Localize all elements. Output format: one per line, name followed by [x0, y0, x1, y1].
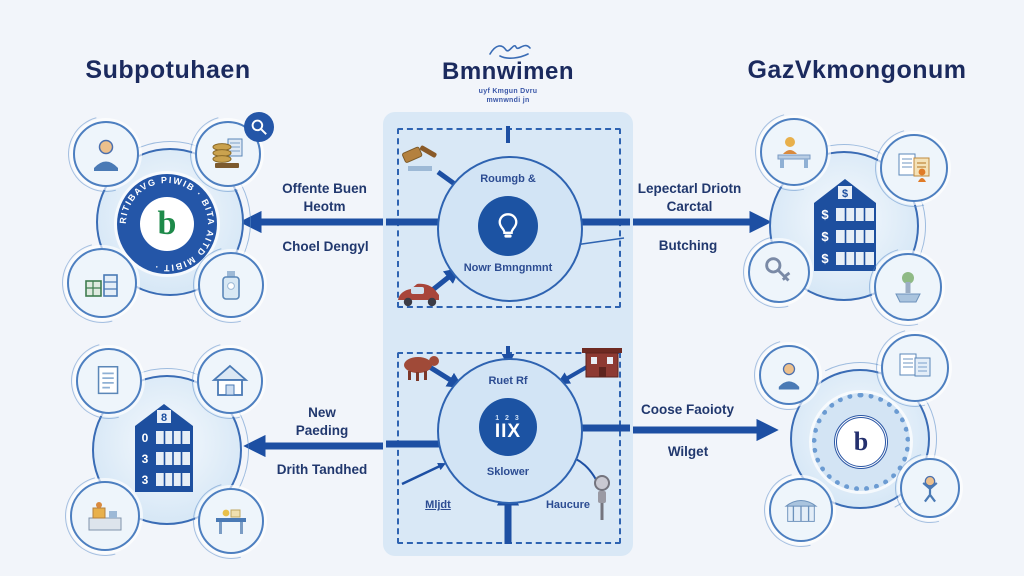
svg-text:3: 3: [142, 452, 149, 466]
label-bottom-left-line1: New: [308, 405, 336, 420]
label-top-right-sub: Butching: [658, 238, 718, 253]
satellite: [759, 345, 819, 405]
svg-text:$: $: [821, 207, 829, 222]
ledger-coins-icon: [212, 138, 243, 168]
bottom-hub-subtitle: Sklower: [486, 466, 530, 478]
label-bottom-left-sub: Drith Tandhed: [276, 462, 368, 477]
building-icon: [784, 500, 818, 522]
crates-icon: [85, 274, 118, 297]
satellite: [748, 241, 810, 303]
svg-text:$: $: [821, 229, 829, 244]
workshop-icon: [88, 502, 122, 531]
bank-building-icon: $ $ $ $: [814, 179, 876, 271]
rosette-badge: b: [812, 393, 910, 491]
person-cheer-icon: [922, 475, 938, 503]
satellite: [900, 458, 960, 518]
livestock-icon: [404, 356, 439, 381]
badge-letter: b: [140, 197, 194, 251]
bottom-box-note-right: Haucure: [545, 499, 591, 511]
satellite: [881, 334, 949, 402]
column-header-center-sub1: uyf Kmgun Dvru: [478, 88, 538, 95]
satellite: [244, 112, 274, 142]
satellite: [198, 252, 264, 318]
document-icon: [97, 365, 119, 395]
squiggle-icon: [489, 44, 531, 59]
top-hub-dot: [478, 196, 538, 256]
satellite: [70, 481, 140, 551]
bottom-hub-dot: 1 2 3 IIX: [479, 398, 537, 456]
magnifier-icon: [251, 119, 267, 135]
lightbulb-icon: [498, 213, 518, 238]
bottom-box-note-left: Mljdt: [425, 499, 451, 511]
svg-text:8: 8: [161, 412, 167, 424]
label-bottom-left-line2: Paeding: [295, 423, 349, 438]
arrow-livestock-to-hub: [426, 363, 464, 389]
house-icon: [211, 364, 249, 396]
satellite: [76, 348, 142, 414]
satellite: [73, 121, 139, 187]
arrow-thin-up-left: [401, 462, 447, 486]
satellite: [769, 478, 833, 542]
svg-text:$: $: [821, 251, 829, 266]
column-header-center: Bmnwimen: [441, 58, 574, 85]
badge-letter: b: [834, 415, 888, 469]
bottom-hub-center-text: IIX: [494, 420, 522, 442]
svg-text:3: 3: [142, 473, 149, 487]
satellite: [67, 248, 137, 318]
documents-icon: [899, 353, 931, 377]
satellite: [197, 348, 263, 414]
satellite: [874, 253, 942, 321]
person-icon: [94, 139, 118, 171]
market-table-icon: [216, 509, 246, 534]
label-top-left-sub: Choel Dengyl: [282, 239, 369, 254]
person-desk-icon: [777, 137, 811, 168]
top-hub-subtitle: Nowr Bmngnmnt: [463, 262, 553, 274]
bank-building-icon: 8 0 3 3: [135, 404, 193, 492]
svg-text:$: $: [842, 188, 848, 200]
label-bottom-right-line1: Coose Faoioty: [640, 402, 734, 417]
car-icon: [398, 283, 439, 307]
satellite: [760, 118, 828, 186]
satellite: [198, 488, 264, 554]
label-top-left-line2: Heotm: [303, 199, 346, 214]
fountain-icon: [895, 272, 921, 303]
label-top-left-line1: Offente Buen: [282, 181, 367, 196]
person-icon: [778, 362, 800, 390]
column-header-center-sub2: mwnwndi jn: [486, 97, 530, 104]
label-bottom-right-sub: Wilget: [667, 444, 709, 459]
bottom-hub-title: Ruet Rf: [488, 375, 528, 387]
gavel-icon: [402, 145, 437, 171]
top-hub-title: Roumgb &: [480, 173, 536, 185]
column-header-right: GazVkmongonum: [747, 56, 967, 84]
documents-icon: [898, 153, 930, 182]
satellite: [880, 134, 948, 202]
bottle-icon: [222, 271, 240, 300]
svg-text:0: 0: [142, 431, 149, 445]
satellite: [195, 121, 261, 187]
parking-meter-icon: [594, 475, 610, 520]
key-icon: [765, 257, 791, 282]
bottom-hub-mini-text: 1 2 3: [495, 414, 521, 422]
label-top-right-line1: Lepectarl Driotn: [637, 181, 742, 196]
brick-building-icon: [582, 348, 622, 378]
column-header-left: Subpotuhaen: [85, 56, 251, 84]
label-top-right-line2: Carctal: [666, 199, 713, 214]
